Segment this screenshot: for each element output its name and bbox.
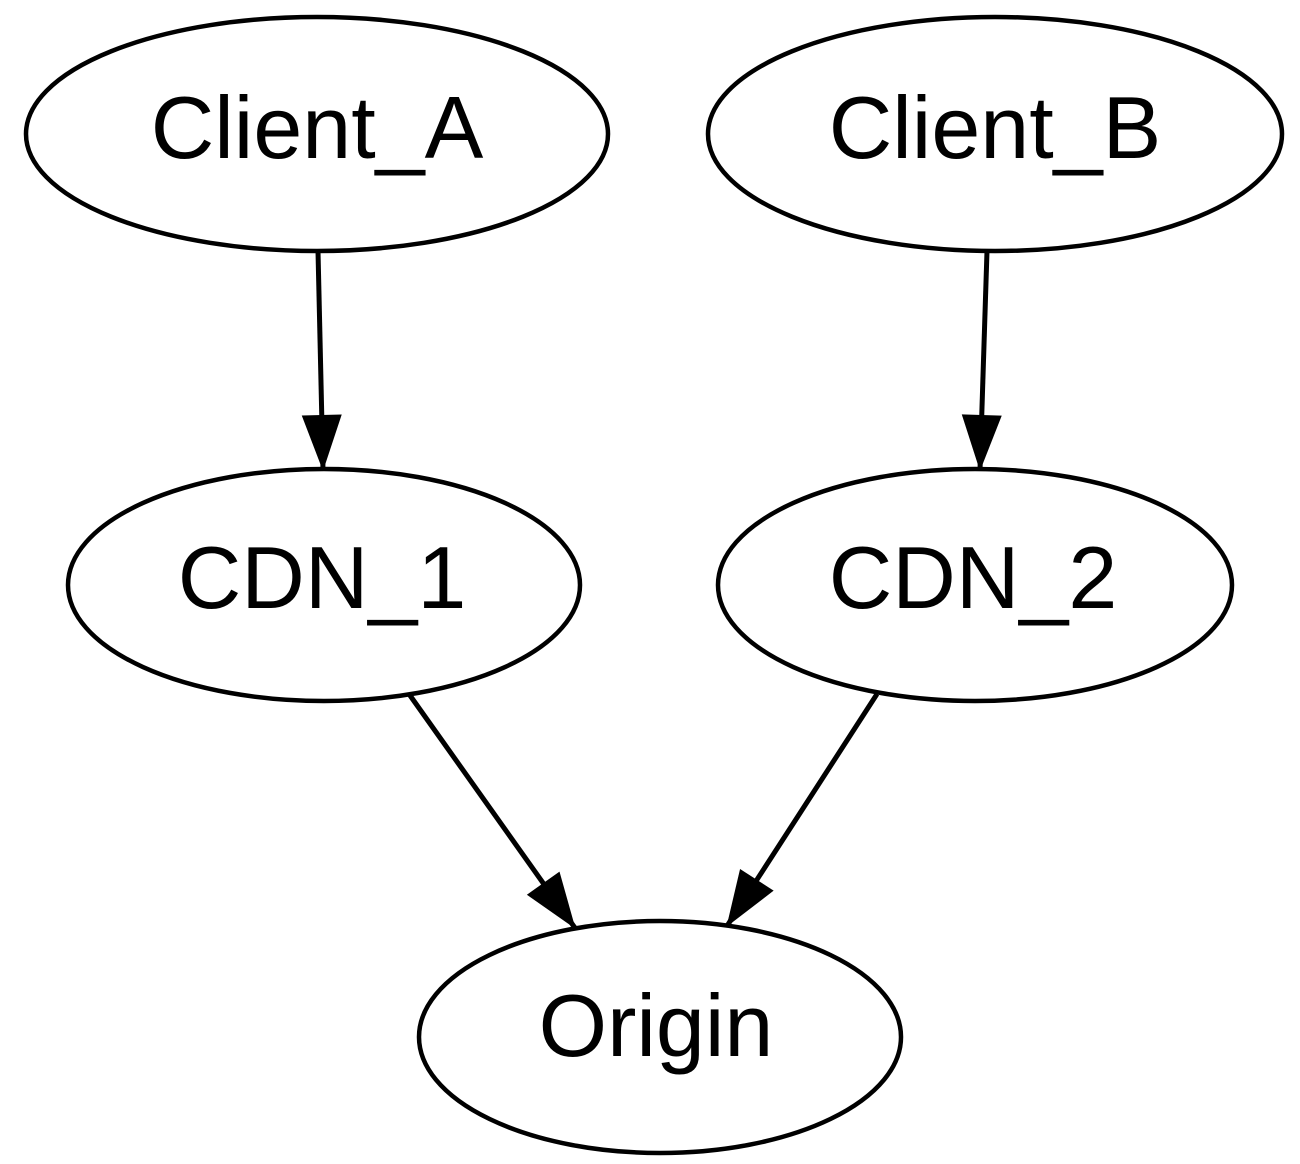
- node-cdn-2-label: CDN_2: [829, 528, 1118, 627]
- node-client-a: Client_A: [23, 14, 611, 254]
- edge-client-b-to-cdn-2-line: [961, 250, 1002, 471]
- edge-cdn-2-to-origin-line: [724, 692, 880, 928]
- node-client-b-label: Client_B: [829, 78, 1162, 177]
- edge-cdn-1-to-origin-line: [406, 692, 578, 930]
- node-cdn-1-shape: [65, 466, 583, 704]
- node-cdn-1-label: CDN_1: [178, 528, 467, 627]
- edge-client-a-to-cdn-1-line: [301, 250, 342, 471]
- edge-client-b-to-cdn-2: [961, 250, 1002, 471]
- edge-cdn-2-to-origin: [724, 692, 880, 928]
- node-origin-shape: [416, 918, 904, 1156]
- node-origin-label: Origin: [539, 976, 774, 1075]
- node-cdn-1: CDN_1: [65, 466, 583, 704]
- node-client-a-shape: [23, 14, 611, 254]
- edge-cdn-1-to-origin: [406, 692, 578, 930]
- node-client-b: Client_B: [705, 14, 1285, 254]
- edge-client-a-to-cdn-1: [301, 250, 342, 471]
- node-cdn-2: CDN_2: [715, 466, 1235, 704]
- node-cdn-2-shape: [715, 466, 1235, 704]
- node-client-b-shape: [705, 14, 1285, 254]
- node-origin: Origin: [416, 918, 904, 1156]
- node-client-a-label: Client_A: [151, 78, 484, 177]
